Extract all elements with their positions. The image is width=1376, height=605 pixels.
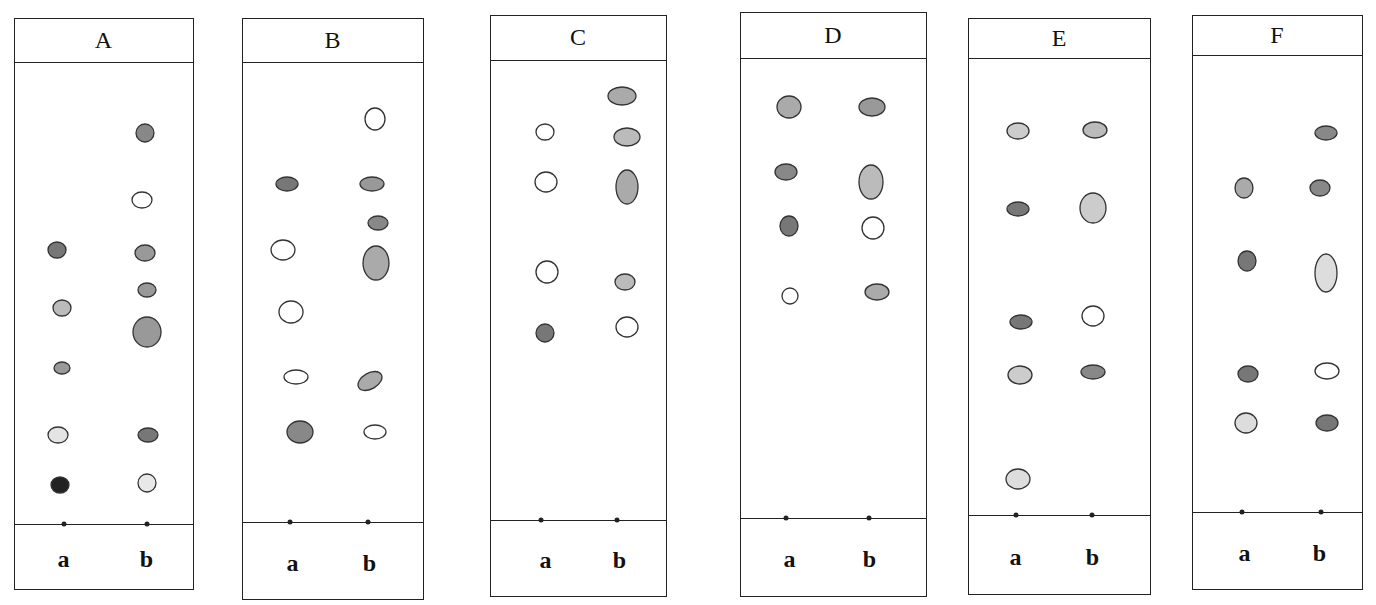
lane-label: b	[1086, 545, 1099, 569]
baseline-rule	[491, 520, 666, 521]
baseline-rule	[741, 518, 926, 519]
lane-label: b	[363, 551, 376, 575]
tlc-plate: Fa b	[1192, 15, 1363, 590]
header-rule	[243, 62, 423, 63]
tlc-plate: Ea b	[968, 18, 1151, 595]
plate-label: C	[570, 25, 586, 49]
lane-label: b	[140, 547, 153, 571]
lane-label: b	[863, 547, 876, 571]
baseline-rule	[243, 522, 423, 523]
tlc-plate: Ba b	[242, 18, 424, 600]
baseline-rule	[1193, 512, 1362, 513]
plate-label: E	[1052, 26, 1067, 50]
plate-label: A	[95, 28, 112, 52]
header-rule	[15, 62, 193, 63]
header-rule	[491, 60, 666, 61]
header-rule	[741, 58, 926, 59]
lane-label: b	[1313, 541, 1326, 565]
lane-label: b	[613, 548, 626, 572]
lane-label: a	[784, 547, 796, 571]
plate-label: B	[324, 28, 340, 52]
lane-label: a	[540, 548, 552, 572]
lane-label: a	[287, 551, 299, 575]
baseline-rule	[15, 524, 193, 525]
baseline-rule	[969, 515, 1150, 516]
plate-label: F	[1270, 23, 1283, 47]
header-rule	[969, 58, 1150, 59]
lane-label: a	[1010, 545, 1022, 569]
tlc-plate: Ca b	[490, 15, 667, 597]
lane-label: a	[58, 547, 70, 571]
tlc-plate: Aa b	[14, 18, 194, 590]
tlc-plate: Da b	[740, 12, 927, 597]
header-rule	[1193, 55, 1362, 56]
plate-label: D	[824, 23, 841, 47]
lane-label: a	[1239, 541, 1251, 565]
